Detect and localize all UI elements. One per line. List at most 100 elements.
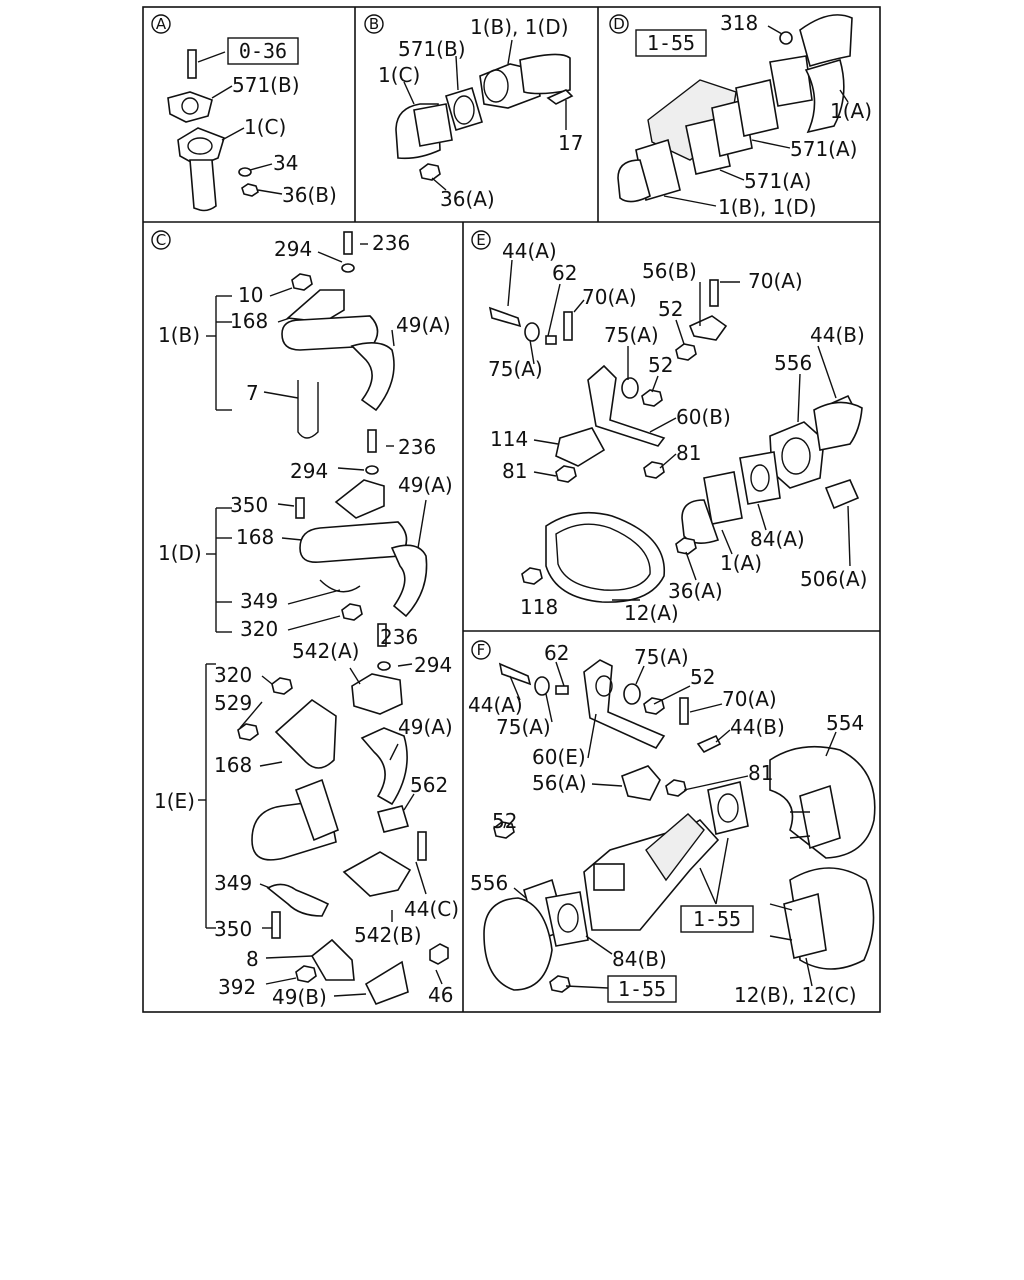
section-c-label-10: 49(A) <box>398 473 453 497</box>
section-f-label-11: 52 <box>492 809 517 833</box>
section-a-ref-box: 0-36 <box>239 39 287 63</box>
section-c-label-14: 320 <box>240 617 278 641</box>
section-b-label-3: 17 <box>558 131 583 155</box>
section-c-label-15: 236 <box>380 625 418 649</box>
section-c-label-30: 49(B) <box>272 985 327 1009</box>
section-e-label-19: 506(A) <box>800 567 867 591</box>
section-f-label-2: 52 <box>690 665 715 689</box>
section-d: D 1-55 318 1(A) 571(A) 571(A) 1(B), 1(D) <box>609 11 872 219</box>
section-d-label-1: 1(A) <box>830 99 872 123</box>
section-e-label-7: 44(B) <box>810 323 865 347</box>
section-c-letter: C <box>156 231 166 249</box>
section-f-label-3: 44(A) <box>468 693 523 717</box>
section-e: E <box>471 230 867 625</box>
section-c-label-25: 44(C) <box>404 897 459 921</box>
section-b-label-4: 36(A) <box>440 187 495 211</box>
section-e-label-2: 56(B) <box>642 259 697 283</box>
section-f-letter: F <box>477 641 486 659</box>
section-b-label-2: 1(C) <box>378 63 420 87</box>
section-c-label-27: 542(B) <box>354 923 422 947</box>
section-e-label-5: 52 <box>658 297 683 321</box>
section-c-label-5: 49(A) <box>396 313 451 337</box>
section-b-label-1: 571(B) <box>398 37 466 61</box>
section-c-label-21: 168 <box>214 753 252 777</box>
section-f-label-12: 556 <box>470 871 508 895</box>
section-d-letter: D <box>613 15 625 33</box>
section-c-label-9: 350 <box>230 493 268 517</box>
section-f-ref-box-1: 1-55 <box>618 977 666 1001</box>
section-c-label-6: 7 <box>246 381 259 405</box>
section-f-label-0: 62 <box>544 641 569 665</box>
section-c-label-23: 1(E) <box>154 789 195 813</box>
section-f-label-1: 75(A) <box>634 645 689 669</box>
section-c-label-17: 294 <box>414 653 452 677</box>
section-c-label-16: 542(A) <box>292 639 359 663</box>
section-e-label-20: 12(A) <box>624 601 679 625</box>
section-b-letter: B <box>369 15 379 33</box>
section-a: A 0-36 571(B) 1(C) 34 36(B) <box>151 14 337 212</box>
section-e-label-18: 36(A) <box>668 579 723 603</box>
section-e-label-10: 556 <box>774 351 812 375</box>
section-c-label-13: 349 <box>240 589 278 613</box>
section-e-label-6: 75(A) <box>604 323 659 347</box>
section-e-label-0: 44(A) <box>502 239 557 263</box>
section-c-label-28: 8 <box>246 947 259 971</box>
section-c-label-2: 10 <box>238 283 263 307</box>
section-e-label-16: 1(A) <box>720 551 762 575</box>
section-e-label-3: 70(A) <box>748 269 803 293</box>
section-e-label-12: 60(B) <box>676 405 731 429</box>
section-f: F 1-55 <box>468 640 876 1007</box>
section-f-label-14: 12(B), 12(C) <box>734 983 857 1007</box>
section-c-label-24: 349 <box>214 871 252 895</box>
section-e-label-13: 81 <box>502 459 527 483</box>
section-c-label-19: 529 <box>214 691 252 715</box>
section-b-label-0: 1(B), 1(D) <box>470 15 569 39</box>
section-d-ref-box: 1-55 <box>647 31 695 55</box>
section-a-label-2: 34 <box>273 151 298 175</box>
section-e-label-11: 114 <box>490 427 528 451</box>
section-c-label-26: 350 <box>214 917 252 941</box>
section-f-ref-box-0: 1-55 <box>693 907 741 931</box>
section-e-label-17: 118 <box>520 595 558 619</box>
section-f-label-10: 81 <box>748 761 773 785</box>
section-f-label-13: 84(B) <box>612 947 667 971</box>
section-e-label-8: 75(A) <box>488 357 543 381</box>
section-c-label-0: 294 <box>274 237 312 261</box>
section-d-label-3: 571(A) <box>744 169 811 193</box>
section-c-label-11: 168 <box>236 525 274 549</box>
section-d-label-4: 1(B), 1(D) <box>718 195 817 219</box>
section-c: C 294 236 10 168 1(B) 49(A) 7 <box>151 230 459 1009</box>
section-d-label-0: 318 <box>720 11 758 35</box>
section-c-label-29: 392 <box>218 975 256 999</box>
section-c-label-7: 236 <box>398 435 436 459</box>
section-e-label-9: 52 <box>648 353 673 377</box>
section-b: B 1(B), 1(D) 571(B) 1(C) 17 36(A) <box>364 14 583 211</box>
section-f-label-8: 60(E) <box>532 745 586 769</box>
section-f-label-5: 75(A) <box>496 715 551 739</box>
section-e-label-15: 84(A) <box>750 527 805 551</box>
section-a-label-1: 1(C) <box>244 115 286 139</box>
section-c-label-4: 1(B) <box>158 323 200 347</box>
section-c-label-22: 562 <box>410 773 448 797</box>
section-f-label-9: 56(A) <box>532 771 587 795</box>
section-c-label-1: 236 <box>372 231 410 255</box>
section-e-label-1: 62 <box>552 261 577 285</box>
section-f-label-6: 44(B) <box>730 715 785 739</box>
section-c-label-3: 168 <box>230 309 268 333</box>
section-c-label-8: 294 <box>290 459 328 483</box>
section-c-label-18: 320 <box>214 663 252 687</box>
section-d-label-2: 571(A) <box>790 137 857 161</box>
section-a-label-0: 571(B) <box>232 73 300 97</box>
diagram-frames <box>142 6 881 1013</box>
section-a-letter: A <box>156 15 167 33</box>
section-c-label-20: 49(A) <box>398 715 453 739</box>
section-f-label-4: 70(A) <box>722 687 777 711</box>
section-e-label-14: 81 <box>676 441 701 465</box>
section-a-label-3: 36(B) <box>282 183 337 207</box>
section-c-label-12: 1(D) <box>158 541 202 565</box>
section-e-label-4: 70(A) <box>582 285 637 309</box>
section-c-label-31: 46 <box>428 983 453 1007</box>
section-e-letter: E <box>476 231 485 249</box>
section-f-label-7: 554 <box>826 711 864 735</box>
